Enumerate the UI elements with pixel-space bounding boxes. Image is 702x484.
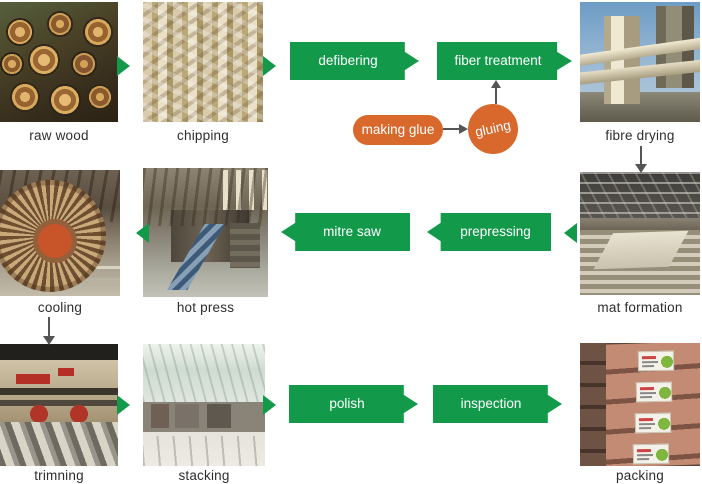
cooling-to-trimming-line [48, 317, 50, 338]
packing-caption: packing [616, 468, 664, 483]
chipping-caption: chipping [177, 128, 229, 143]
fiber-treatment-label: fiber treatment [454, 53, 542, 68]
trimming-photo [0, 344, 118, 466]
carton-label [634, 412, 672, 434]
hot-press-caption: hot press [176, 300, 235, 315]
mitre-saw-banner: mitre saw [281, 213, 410, 251]
prepressing-label: prepressing [460, 224, 531, 239]
cooling-caption: cooling [37, 300, 83, 315]
making-glue-to-gluing-line [443, 128, 460, 130]
stacking-caption: stacking [178, 468, 230, 483]
fibre-drying-photo [580, 2, 700, 122]
making-glue-node: making glue [353, 115, 443, 145]
fibre-drying-to-mat-formation-line [640, 146, 642, 166]
defibering-label: defibering [318, 53, 378, 68]
polish-label: polish [329, 396, 365, 411]
polish-banner: polish [289, 385, 418, 423]
hot-press-photo [143, 168, 268, 297]
fiber-treatment-banner: fiber treatment [437, 42, 572, 80]
mat-formation-photo [580, 172, 700, 295]
flow-arrow-right-icon [263, 56, 276, 76]
arrow-up-icon [491, 80, 501, 88]
gluing-node: gluing [468, 104, 518, 154]
raw-wood-photo [0, 2, 118, 122]
carton-label [637, 350, 675, 372]
mitre-saw-label: mitre saw [323, 224, 381, 239]
raw-wood-caption: raw wood [29, 128, 89, 143]
arrow-down-icon [43, 336, 55, 345]
arrow-right-icon [459, 124, 468, 134]
flow-arrow-right-icon [263, 395, 276, 415]
stacking-photo [143, 344, 265, 466]
prepressing-banner: prepressing [427, 213, 551, 251]
arrow-down-icon [635, 164, 647, 173]
fibre-drying-caption: fibre drying [605, 128, 675, 143]
mat-formation-caption: mat formation [597, 300, 683, 315]
carton-label [635, 381, 673, 403]
flow-arrow-left-icon [564, 223, 577, 243]
chipping-photo [143, 2, 263, 122]
carton-label [632, 443, 670, 465]
gluing-label: gluing [473, 117, 513, 140]
cooling-photo [0, 170, 120, 296]
packing-photo [580, 343, 700, 466]
gluing-to-fiber-treatment-line [495, 87, 497, 104]
inspection-label: inspection [460, 396, 522, 411]
making-glue-label: making glue [361, 122, 435, 137]
defibering-banner: defibering [290, 42, 419, 80]
flow-arrow-right-icon [117, 56, 130, 76]
inspection-banner: inspection [433, 385, 562, 423]
flow-arrow-right-icon [117, 395, 130, 415]
trimming-caption: trimning [34, 468, 84, 483]
